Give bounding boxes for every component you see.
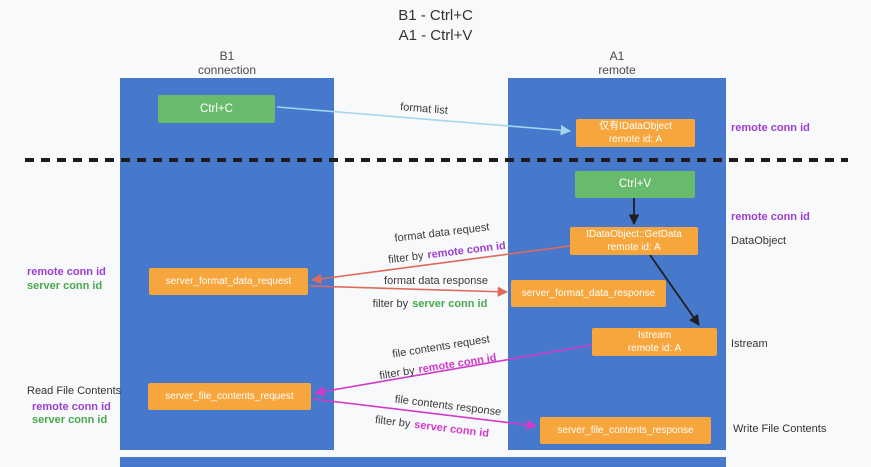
getdata-line1: IDataObject::GetData <box>586 229 682 240</box>
filter-by-text: filter by <box>372 298 409 310</box>
lane-header-b1: B1 connection <box>120 49 334 78</box>
title-line-1: B1 - Ctrl+C <box>398 7 473 24</box>
server-conn-id-text: server conn id <box>412 298 488 310</box>
remote-conn-id-text: remote conn id <box>426 239 507 262</box>
server-format-data-request-label: server_format_data_request <box>165 276 292 287</box>
lane-a1-subtitle: remote <box>598 62 636 77</box>
title-line-2: A1 - Ctrl+V <box>398 26 473 44</box>
istream-box: Istream remote id: A <box>592 328 717 356</box>
dataobject-only-line2: remote id: A <box>608 134 663 145</box>
ctrl-v-label: Ctrl+V <box>618 178 652 191</box>
server-file-contents-request-label: server_file_contents_request <box>165 391 294 402</box>
ctrl-c-label: Ctrl+C <box>200 102 233 115</box>
lane-b1-name: B1 <box>219 49 235 63</box>
getdata-line2: remote id: A <box>607 242 661 253</box>
ctrl-v-box: Ctrl+V <box>575 171 695 198</box>
label-file-contents-response: file contents response <box>394 393 502 419</box>
istream-line2: remote id: A <box>627 343 682 354</box>
server-conn-id-text: server conn id <box>413 418 490 440</box>
right-istream-label: Istream <box>731 338 768 350</box>
lane-header-a1: A1 remote <box>508 49 726 78</box>
section-divider-dashed-line <box>25 158 848 162</box>
server-format-data-response-box: server_format_data_response <box>511 280 666 307</box>
server-file-contents-response-box: server_file_contents_response <box>540 417 711 444</box>
dataobject-only-line1: 仅有IDataObject <box>599 121 672 132</box>
label-format-data-response: format data response <box>384 275 488 287</box>
right-remote-conn-id-2: remote conn id <box>731 211 810 223</box>
filter-by-text: filter by <box>378 364 416 383</box>
server-format-data-request-box: server_format_data_request <box>149 268 308 295</box>
left-remote-conn-id-1: remote conn id <box>27 266 106 278</box>
lane-b1-subtitle: connection <box>197 62 257 77</box>
filter-by-text: filter by <box>387 249 425 267</box>
left-server-conn-id-1: server conn id <box>27 280 103 292</box>
server-format-data-response-label: server_format_data_response <box>521 288 656 299</box>
server-file-contents-request-box: server_file_contents_request <box>148 383 311 410</box>
left-remote-conn-id-2: remote conn id <box>32 401 111 413</box>
ctrl-c-box: Ctrl+C <box>158 95 275 123</box>
bottom-bar <box>120 457 726 467</box>
right-remote-conn-id-1: remote conn id <box>731 122 810 134</box>
dataobject-only-box: 仅有IDataObject remote id: A <box>576 119 695 147</box>
filter-by-text: filter by <box>374 414 412 431</box>
remote-conn-id-text: remote conn id <box>417 351 498 377</box>
label-format-data-request: format data request <box>393 221 491 245</box>
server-file-contents-response-label: server_file_contents_response <box>557 425 694 436</box>
istream-line1: Istream <box>637 330 672 341</box>
label-format-list: format list <box>399 101 449 117</box>
diagram-title: B1 - Ctrl+C A1 - Ctrl+V <box>0 6 871 45</box>
right-dataobject-label: DataObject <box>731 235 787 247</box>
lane-a1-name: A1 <box>609 49 625 63</box>
right-write-file-contents-label: Write File Contents <box>733 423 827 435</box>
getdata-box: IDataObject::GetData remote id: A <box>570 227 698 255</box>
left-server-conn-id-2: server conn id <box>32 414 108 426</box>
left-read-file-contents-label: Read File Contents <box>27 385 122 397</box>
